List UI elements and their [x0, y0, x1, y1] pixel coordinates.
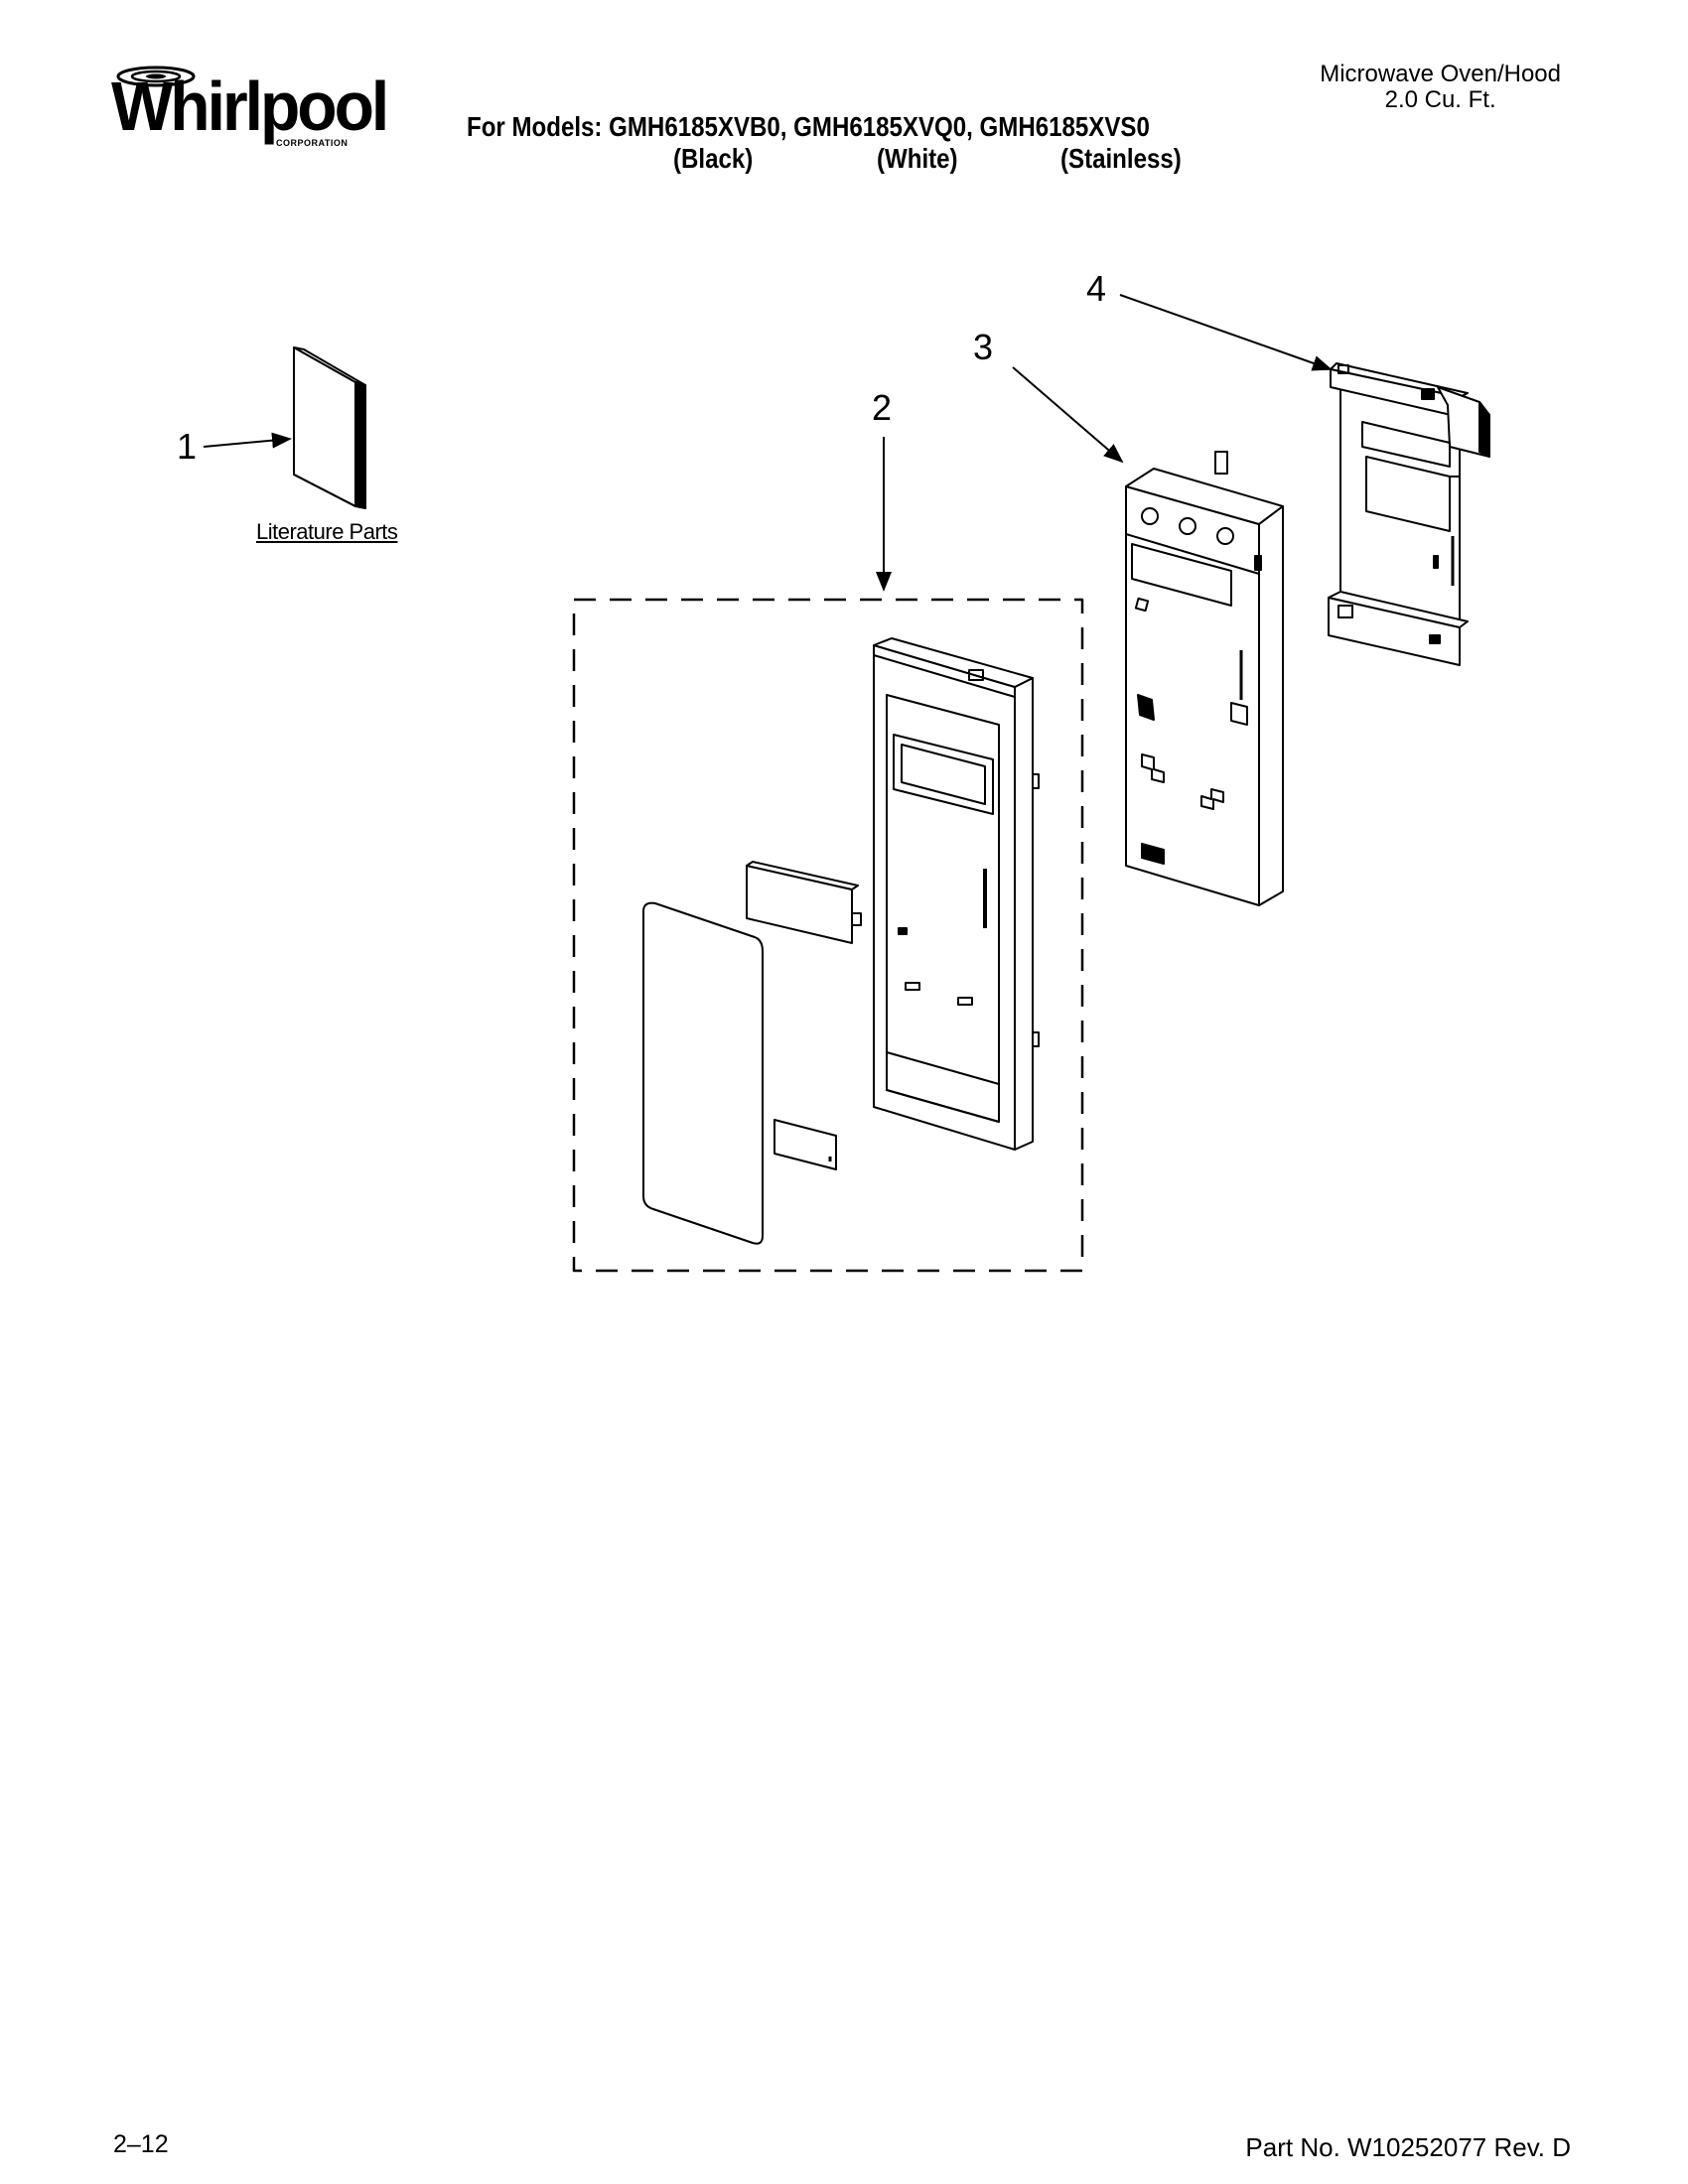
- product-line-1: Microwave Oven/Hood: [1320, 61, 1561, 87]
- callout-4: 4: [1086, 268, 1107, 309]
- variant-stainless: (Stainless): [1060, 143, 1182, 174]
- product-line-2: 2.0 Cu. Ft.: [1384, 86, 1496, 114]
- part-2-nameplate: [774, 1119, 837, 1170]
- product-description: Microwave Oven/Hood 2.0 Cu. Ft.: [1320, 61, 1561, 114]
- variant-black: (Black): [673, 143, 754, 174]
- page-number: 2–12: [113, 2130, 169, 2158]
- models-title: For Models: GMH6185XVB0, GMH6185XVQ0, GM…: [467, 111, 1150, 142]
- part-2-overlay-panel: [642, 901, 764, 1245]
- callout-1: 1: [177, 426, 198, 467]
- variant-white: (White): [877, 143, 958, 174]
- callout-2: 2: [872, 387, 893, 428]
- brand-subtitle: CORPORATION: [276, 138, 349, 148]
- part-number: Part No. W10252077 Rev. D: [1245, 2132, 1571, 2162]
- part-3-control-bracket: [1125, 451, 1284, 906]
- arrow-4: [1119, 294, 1333, 371]
- part-1-literature-booklet: [293, 346, 366, 509]
- literature-parts-label: Literature Parts: [256, 519, 398, 544]
- arrow-1: [203, 432, 292, 449]
- part-2-kit-boundary: [572, 598, 1084, 1273]
- part-4-circuit-board: [1328, 362, 1490, 666]
- part-2-display-window: [746, 861, 859, 944]
- callout-3: 3: [973, 327, 994, 367]
- logo-swirl-icon: [116, 66, 196, 87]
- brand-wordmark: Whirlpool: [111, 68, 389, 145]
- arrow-3: [1012, 366, 1124, 464]
- part-2-control-panel-frame: [848, 637, 1040, 1151]
